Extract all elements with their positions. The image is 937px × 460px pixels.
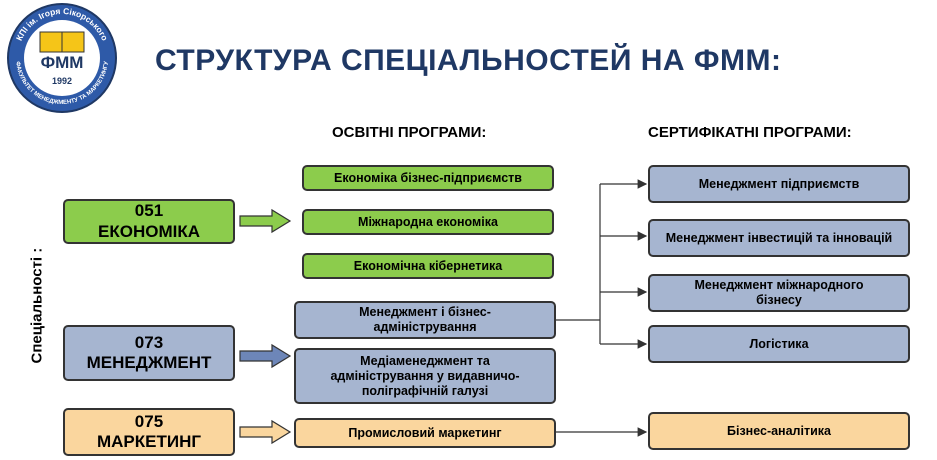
cert-label: Менеджмент інвестицій та інновацій [665, 230, 893, 245]
program-media-management: Медіаменеджмент та адміністрування у вид… [294, 348, 556, 404]
program-label: Медіаменеджмент та адміністрування у вид… [330, 353, 520, 398]
program-label: Менеджмент і бізнес-адміністрування [359, 305, 491, 334]
cert-international-business: Менеджмент міжнародного бізнесу [648, 274, 910, 312]
program-label: Міжнародна економіка [358, 214, 498, 229]
cert-label: Менеджмент міжнародного бізнесу [694, 278, 864, 307]
arrow-economics [239, 208, 292, 234]
logo-year: 1992 [52, 76, 72, 86]
arrow-marketing [239, 419, 292, 445]
cert-label: Логістика [749, 336, 809, 351]
program-international-economics: Міжнародна економіка [302, 209, 554, 235]
specialty-code: 075 [134, 411, 164, 431]
faculty-logo: КПІ ім. Ігоря Сікорського ФАКУЛЬТЕТ МЕНЕ… [7, 3, 117, 113]
cert-business-analytics: Бізнес-аналітика [648, 412, 910, 450]
program-industrial-marketing: Промисловий маркетинг [294, 418, 556, 448]
page-title: СТРУКТУРА СПЕЦІАЛЬНОСТЕЙ НА ФММ: [155, 44, 782, 77]
program-label: Промисловий маркетинг [348, 425, 502, 440]
cert-investment-innovation: Менеджмент інвестицій та інновацій [648, 219, 910, 257]
certificates-header: СЕРТИФІКАТНІ ПРОГРАМИ: [648, 124, 852, 141]
specialty-code: 073 [134, 332, 164, 352]
program-label: Економічна кібернетика [353, 258, 503, 273]
programs-header: ОСВІТНІ ПРОГРАМИ: [332, 124, 487, 141]
specialty-name: МЕНЕДЖМЕНТ [86, 353, 212, 372]
program-business-economics: Економіка бізнес-підприємств [302, 165, 554, 191]
logo-center-text: ФММ [41, 53, 84, 72]
cert-logistics: Логістика [648, 325, 910, 363]
specialty-code: 051 [134, 201, 164, 221]
program-management-business-admin: Менеджмент і бізнес-адміністрування [294, 301, 556, 339]
program-label: Економіка бізнес-підприємств [334, 170, 522, 185]
program-economic-cybernetics: Економічна кібернетика [302, 253, 554, 279]
cert-label: Менеджмент підприємств [698, 176, 860, 191]
cert-label: Бізнес-аналітика [726, 423, 831, 438]
specialty-name: МАРКЕТИНГ [96, 432, 201, 451]
cert-enterprise-management: Менеджмент підприємств [648, 165, 910, 203]
specialty-name: ЕКОНОМІКА [98, 221, 200, 241]
arrow-management [239, 343, 292, 369]
